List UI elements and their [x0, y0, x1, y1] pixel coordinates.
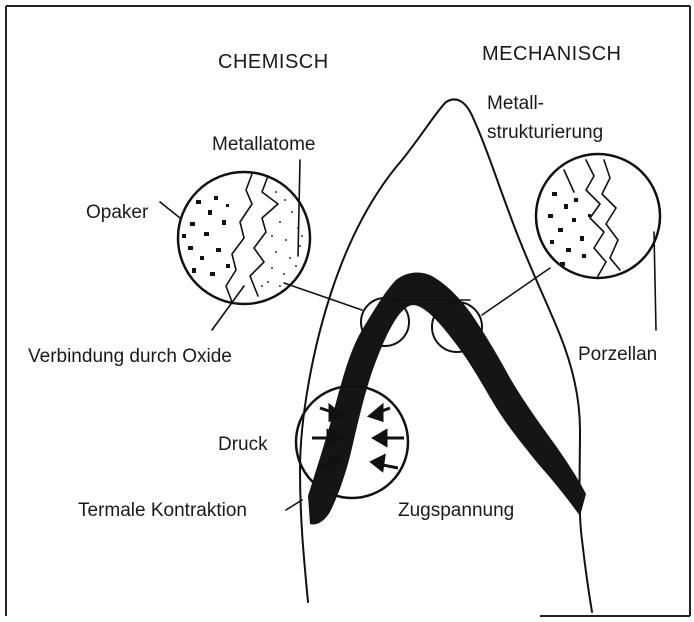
label-pressure: Druck: [218, 434, 268, 455]
connector-chemical: [284, 283, 362, 310]
label-tensile-stress: Zugspannung: [398, 500, 514, 521]
diagram-frame: [6, 6, 690, 616]
label-oxide-bond: Verbindung durch Oxide: [28, 346, 232, 367]
metal-coping: [308, 273, 586, 525]
crown-outline: [300, 99, 592, 612]
chemical-zoom-circle: [160, 160, 310, 330]
label-thermal-contraction: Termale Kontraktion: [78, 500, 247, 521]
metal-atoms-stipple: [261, 191, 303, 287]
heading-chemical: CHEMISCH: [218, 51, 329, 73]
mechanical-zoom-circle: [536, 154, 660, 330]
opaquer-particles: [182, 196, 230, 276]
label-porcelain: Porzellan: [578, 344, 657, 365]
metal-structure-particles: [548, 192, 591, 266]
label-metal-atoms: Metallatome: [212, 134, 316, 155]
heading-mechanical: MECHANISCH: [482, 43, 621, 65]
connector-mechanical: [482, 268, 550, 315]
label-opaquer: Opaker: [86, 202, 149, 223]
label-metal-structuring-line1: Metall-: [487, 93, 544, 114]
label-metal-structuring-line2: strukturierung: [487, 122, 603, 143]
